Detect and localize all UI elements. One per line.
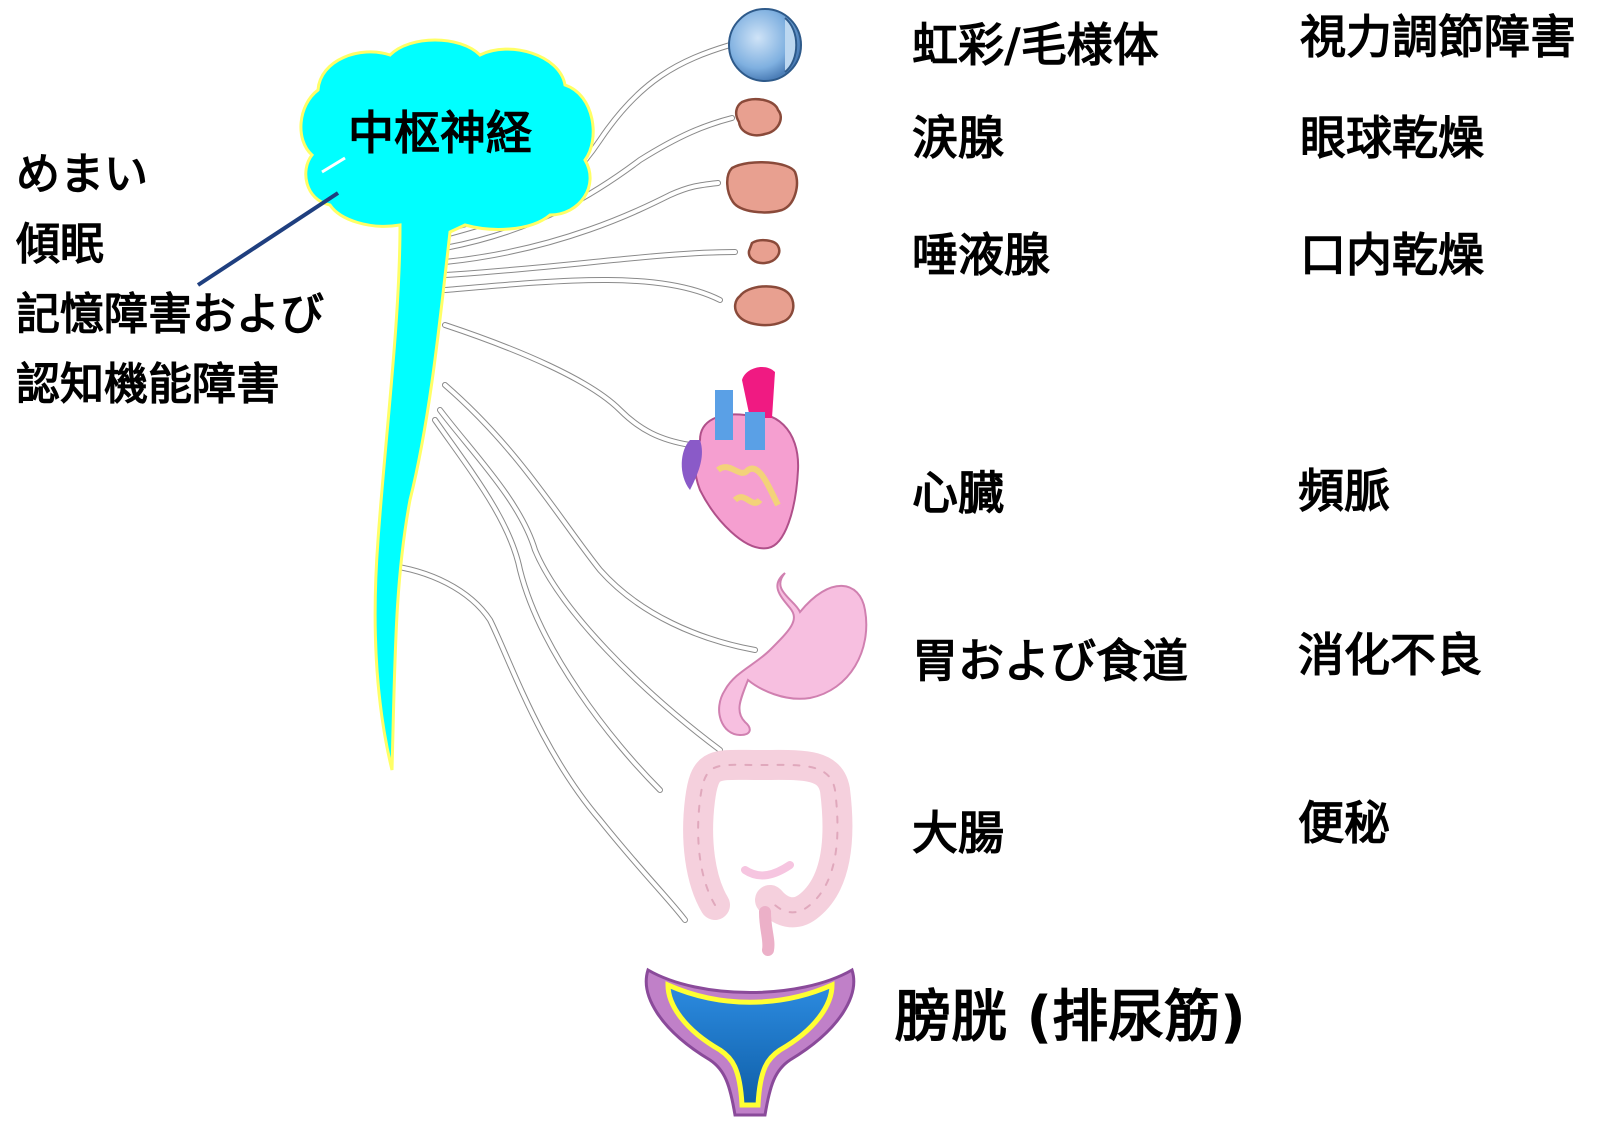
submandibular-gland-icon [733, 285, 795, 327]
brain-spinal-cord [299, 38, 595, 771]
organ-label-iris: 虹彩/毛様体 [912, 18, 1159, 72]
organ-label-stomach: 胃および食道 [912, 634, 1188, 688]
organ-label-heart: 心臓 [912, 466, 1004, 520]
symptom-label-lacrimal: 眼球乾燥 [1300, 111, 1484, 165]
cns-symptom-cognitive: 認知機能障害 [16, 359, 280, 410]
eye-icon [728, 8, 802, 82]
organ-label-bladder: 膀胱 (排尿筋) [895, 985, 1246, 1050]
symptom-label-colon: 便秘 [1298, 796, 1390, 850]
organ-label-colon: 大腸 [912, 806, 1004, 860]
cns-symptom-memory: 記憶障害および [16, 289, 324, 340]
symptom-label-salivary: 口内乾燥 [1300, 228, 1484, 282]
symptom-label-stomach: 消化不良 [1298, 628, 1482, 682]
lacrimal-gland-icon [734, 98, 782, 137]
organ-label-salivary: 唾液腺 [912, 228, 1050, 282]
symptom-pointer-line [196, 191, 340, 287]
cns-label: 中枢神経 [348, 106, 532, 160]
cns-symptom-list: めまい 傾眠 記憶障害および 認知機能障害 [16, 140, 324, 420]
bladder-icon [644, 967, 856, 1117]
symptom-label-heart: 頻脈 [1298, 464, 1390, 518]
cns-symptom-somnolence: 傾眠 [16, 219, 104, 270]
stomach-icon [718, 572, 868, 737]
heart-icon [681, 366, 800, 550]
symptom-label-iris: 視力調節障害 [1300, 10, 1576, 64]
large-intestine-icon [683, 749, 853, 956]
parotid-gland-icon [726, 161, 799, 214]
organ-label-lacrimal: 涙腺 [912, 111, 1004, 165]
sublingual-gland-icon [747, 238, 781, 265]
cns-symptom-dizziness: めまい [16, 149, 148, 200]
